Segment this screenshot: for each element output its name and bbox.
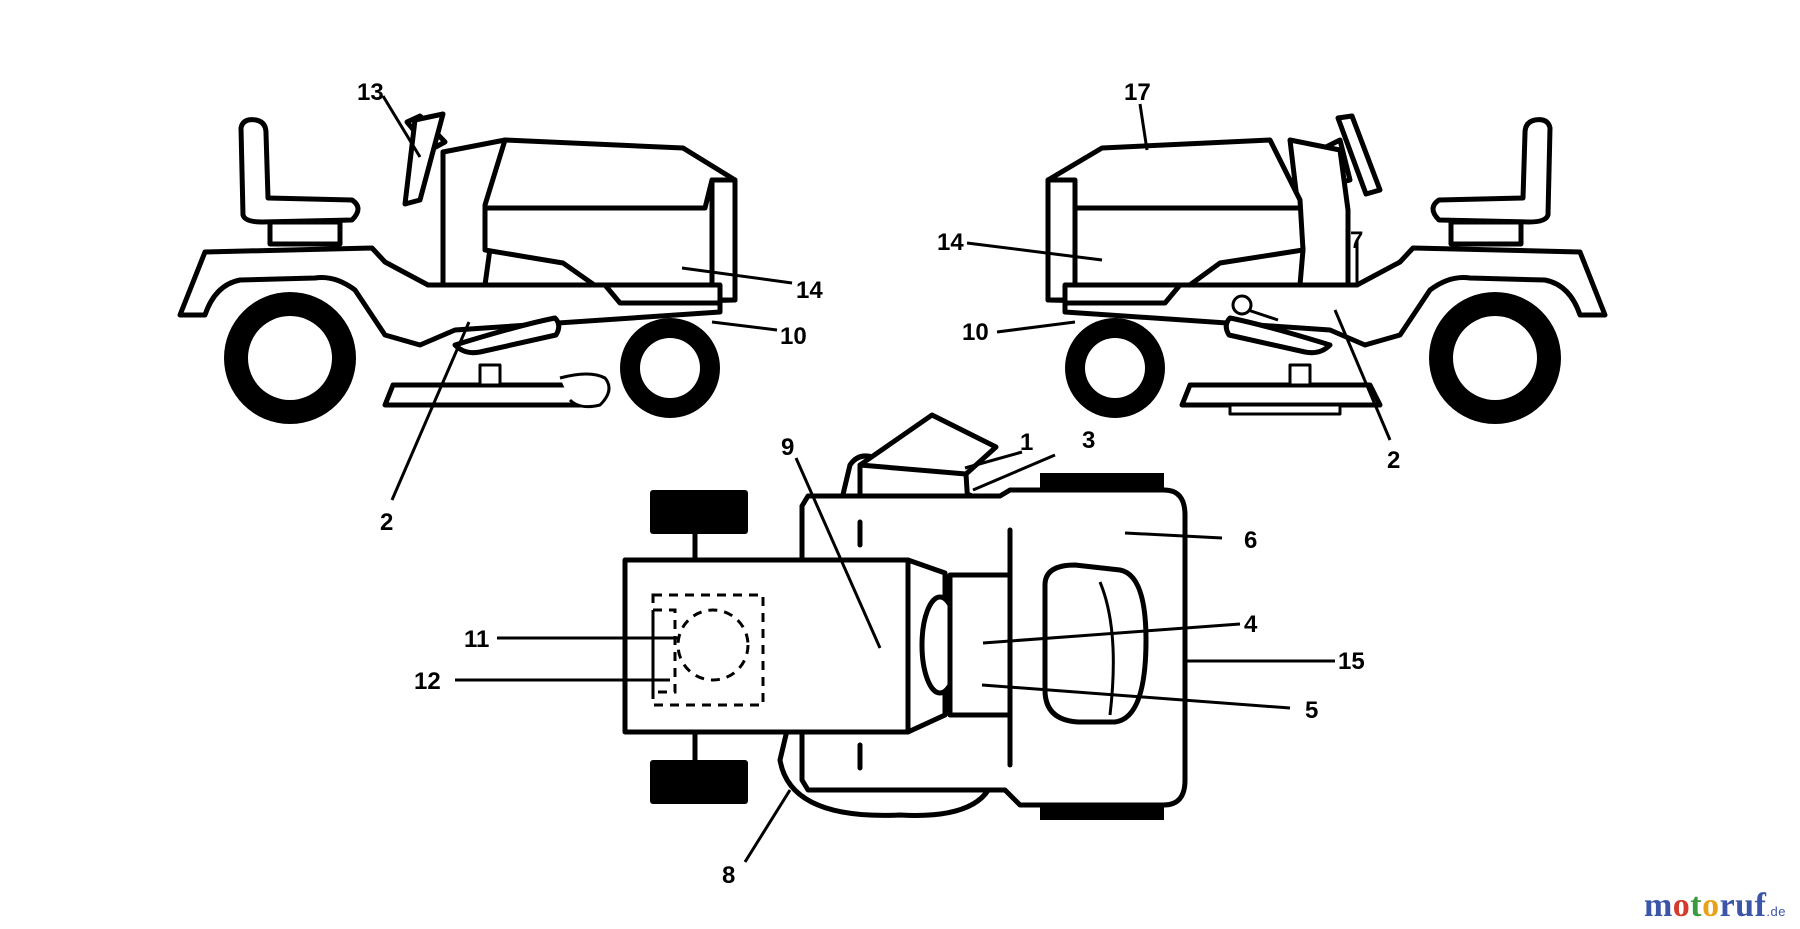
leader-3 — [972, 453, 1056, 492]
callout-10-right: 10 — [962, 319, 989, 346]
leader-10-left — [711, 320, 778, 332]
callout-2-right: 2 — [1387, 447, 1400, 474]
callout-12: 12 — [414, 668, 441, 695]
tractor-right-side-view — [1045, 113, 1608, 424]
leader-13 — [381, 95, 422, 158]
callout-5: 5 — [1305, 697, 1318, 724]
motoruf-watermark-logo: motoruf.de — [1643, 887, 1786, 924]
leader-1 — [964, 450, 1023, 470]
leader-14-right — [966, 241, 1103, 262]
leader-4 — [982, 622, 1241, 645]
callout-14-left: 14 — [796, 277, 823, 304]
callout-10-left: 10 — [780, 323, 807, 350]
leader-2-right — [1333, 309, 1392, 441]
leader-10-right — [996, 320, 1076, 334]
callout-17: 17 — [1124, 79, 1151, 106]
leader-17 — [1138, 103, 1149, 151]
leader-6 — [1124, 531, 1223, 540]
callout-4: 4 — [1244, 611, 1258, 638]
leader-2-left — [390, 321, 471, 501]
callout-9: 9 — [781, 434, 794, 461]
leader-5 — [981, 683, 1291, 710]
callout-11: 11 — [464, 626, 489, 653]
tractor-top-view — [622, 412, 1188, 820]
callout-8: 8 — [722, 862, 735, 889]
callout-1: 1 — [1020, 429, 1033, 456]
callout-3: 3 — [1082, 427, 1095, 454]
callout-2-left: 2 — [380, 509, 393, 536]
callout-14-right: 14 — [937, 229, 964, 256]
callout-15: 15 — [1338, 648, 1365, 675]
callout-6: 6 — [1244, 527, 1257, 554]
leader-9 — [794, 457, 882, 649]
callout-7: 7 — [1350, 227, 1363, 254]
tractor-left-side-view — [177, 111, 738, 424]
leader-14-left — [681, 266, 793, 285]
leader-8 — [743, 789, 792, 863]
callout-13: 13 — [357, 79, 384, 106]
